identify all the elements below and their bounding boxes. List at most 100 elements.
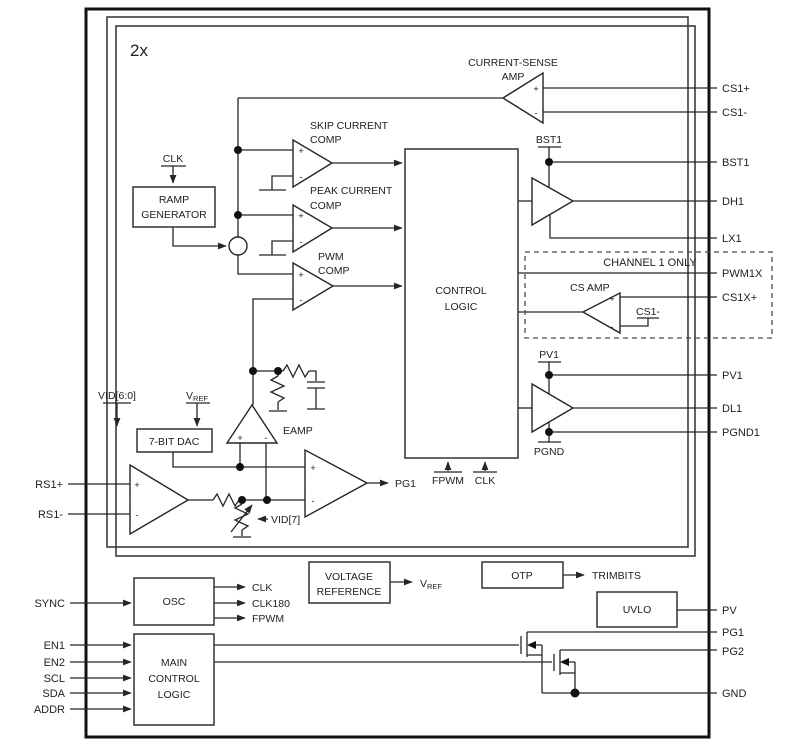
- uvlo-block: [596, 591, 678, 628]
- main-control-logic-label-2: CONTROL: [148, 673, 199, 685]
- svg-text:+: +: [237, 433, 243, 444]
- main-control-logic-label-3: LOGIC: [158, 689, 191, 701]
- trimbits-label: TRIMBITS: [592, 570, 641, 582]
- svg-text:-: -: [311, 496, 314, 507]
- junction-dots: [234, 146, 580, 698]
- vid60-terminal-label: VID[6:0]: [98, 390, 136, 402]
- pin-addr: ADDR: [34, 704, 65, 716]
- uvlo-label: UVLO: [623, 604, 652, 616]
- pin-rs1-plus: RS1+: [35, 479, 63, 491]
- dac-block: [136, 428, 213, 453]
- pwm-comp-label-2: COMP: [318, 265, 350, 277]
- mosfet1-body-arrow-icon: [527, 641, 536, 649]
- dac-label: 7-BIT DAC: [149, 436, 200, 448]
- right-pin-labels: CS1+ CS1- BST1 DH1 LX1 PWM1X CS1X+ PV1 D…: [722, 83, 763, 700]
- svg-text:-: -: [299, 237, 302, 248]
- wiring: [68, 87, 717, 713]
- current-sense-amp-symbol: [501, 71, 544, 125]
- pin-pg2: PG2: [722, 646, 744, 658]
- main-control-logic-label-1: MAIN: [161, 657, 187, 669]
- bst1-terminal-label: BST1: [536, 134, 562, 146]
- cs-amp-symbol: [581, 291, 621, 335]
- svg-text:-: -: [135, 510, 138, 521]
- control-logic-label-1: CONTROL: [435, 285, 486, 297]
- control-logic-label-2: LOGIC: [445, 301, 478, 313]
- svg-text:+: +: [609, 294, 615, 305]
- svg-text:+: +: [298, 146, 304, 157]
- svg-text:+: +: [298, 211, 304, 222]
- svg-text:-: -: [299, 172, 302, 183]
- pin-en1: EN1: [44, 640, 65, 652]
- peak-comp-label-1: PEAK CURRENT: [310, 185, 393, 197]
- pv1-terminal-label: PV1: [539, 349, 559, 361]
- pin-sync: SYNC: [34, 598, 65, 610]
- skip-comp-label-2: COMP: [310, 134, 342, 146]
- pin-pwm1x: PWM1X: [722, 268, 763, 280]
- pin-cs1x-plus: CS1X+: [722, 292, 757, 304]
- pin-cs1-plus: CS1+: [722, 83, 750, 95]
- osc-label: OSC: [163, 596, 186, 608]
- chip-outline: [84, 7, 711, 739]
- osc-clk-label: CLK: [252, 582, 272, 594]
- svg-text:+: +: [298, 270, 304, 281]
- voltage-reference-label-2: REFERENCE: [317, 586, 382, 598]
- pin-lx1: LX1: [722, 233, 742, 245]
- fpwm-terminal-label: FPWM: [432, 475, 464, 487]
- channel-sheet-front: [115, 25, 696, 557]
- current-sense-amp-label-1: CURRENT-SENSE: [468, 57, 558, 69]
- svg-text:+: +: [310, 463, 316, 474]
- vref-output-label: VREF: [420, 578, 442, 591]
- skip-comp-label-1: SKIP CURRENT: [310, 120, 389, 132]
- pg1-output-label: PG1: [395, 478, 416, 490]
- pgnd-terminal-label: PGND: [534, 446, 565, 458]
- mosfet2-body-arrow-icon: [560, 658, 569, 666]
- main-control-logic-block: [133, 633, 215, 726]
- pin-pv1: PV1: [722, 370, 743, 382]
- svg-text:-: -: [299, 295, 302, 306]
- vid7-label: VID[7]: [271, 514, 300, 526]
- osc-block: [133, 577, 215, 626]
- cs-amp-label: CS AMP: [570, 282, 610, 294]
- pg1-comp-symbol: [304, 448, 369, 519]
- voltage-reference-label-1: VOLTAGE: [325, 571, 373, 583]
- peak-current-comp-symbol: [292, 203, 334, 254]
- pin-rs1-minus: RS1-: [38, 509, 63, 521]
- pwm-comp-label-1: PWM: [318, 251, 344, 263]
- pin-en2: EN2: [44, 657, 65, 669]
- left-pin-labels: RS1+ RS1- SYNC EN1 EN2 SCL SDA ADDR: [34, 479, 66, 716]
- pin-gnd: GND: [722, 688, 747, 700]
- pin-dh1: DH1: [722, 196, 744, 208]
- pin-pgnd1: PGND1: [722, 427, 760, 439]
- polarity-marks: + - + - + - + - + - + - + - + -: [134, 84, 615, 521]
- svg-text:-: -: [610, 322, 613, 333]
- summing-junction: [228, 236, 248, 256]
- skip-current-comp-symbol: [292, 138, 334, 189]
- pin-sda: SDA: [42, 688, 65, 700]
- osc-fpwm-label: FPWM: [252, 613, 284, 625]
- pin-scl: SCL: [44, 673, 65, 685]
- cs1-minus-internal-label: CS1-: [636, 306, 660, 318]
- channel1-only-label: CHANNEL 1 ONLY: [603, 257, 697, 269]
- svg-text:+: +: [134, 480, 140, 491]
- svg-text:-: -: [534, 108, 537, 119]
- channel-multiplier-note: 2x: [130, 41, 148, 60]
- remote-sense-amp-symbol: [129, 463, 190, 536]
- channel-sheet-back: [106, 16, 689, 548]
- pwm-comp-symbol: [292, 261, 335, 312]
- eamp-symbol: [225, 403, 279, 444]
- clk-bottom-terminal-label: CLK: [475, 475, 495, 487]
- peak-comp-label-2: COMP: [310, 200, 342, 212]
- pin-pv: PV: [722, 605, 737, 617]
- voltage-reference-block: [308, 561, 391, 604]
- clk-top-terminal-label: CLK: [163, 153, 183, 165]
- ramp-generator-label-1: RAMP: [159, 194, 189, 206]
- low-side-driver-symbol: [531, 382, 575, 434]
- channel1-only-region: [524, 251, 773, 339]
- svg-text:-: -: [264, 433, 267, 444]
- otp-block: [481, 561, 564, 589]
- pin-cs1-minus: CS1-: [722, 107, 747, 119]
- control-logic-block: [404, 148, 519, 459]
- osc-clk180-label: CLK180: [252, 598, 290, 610]
